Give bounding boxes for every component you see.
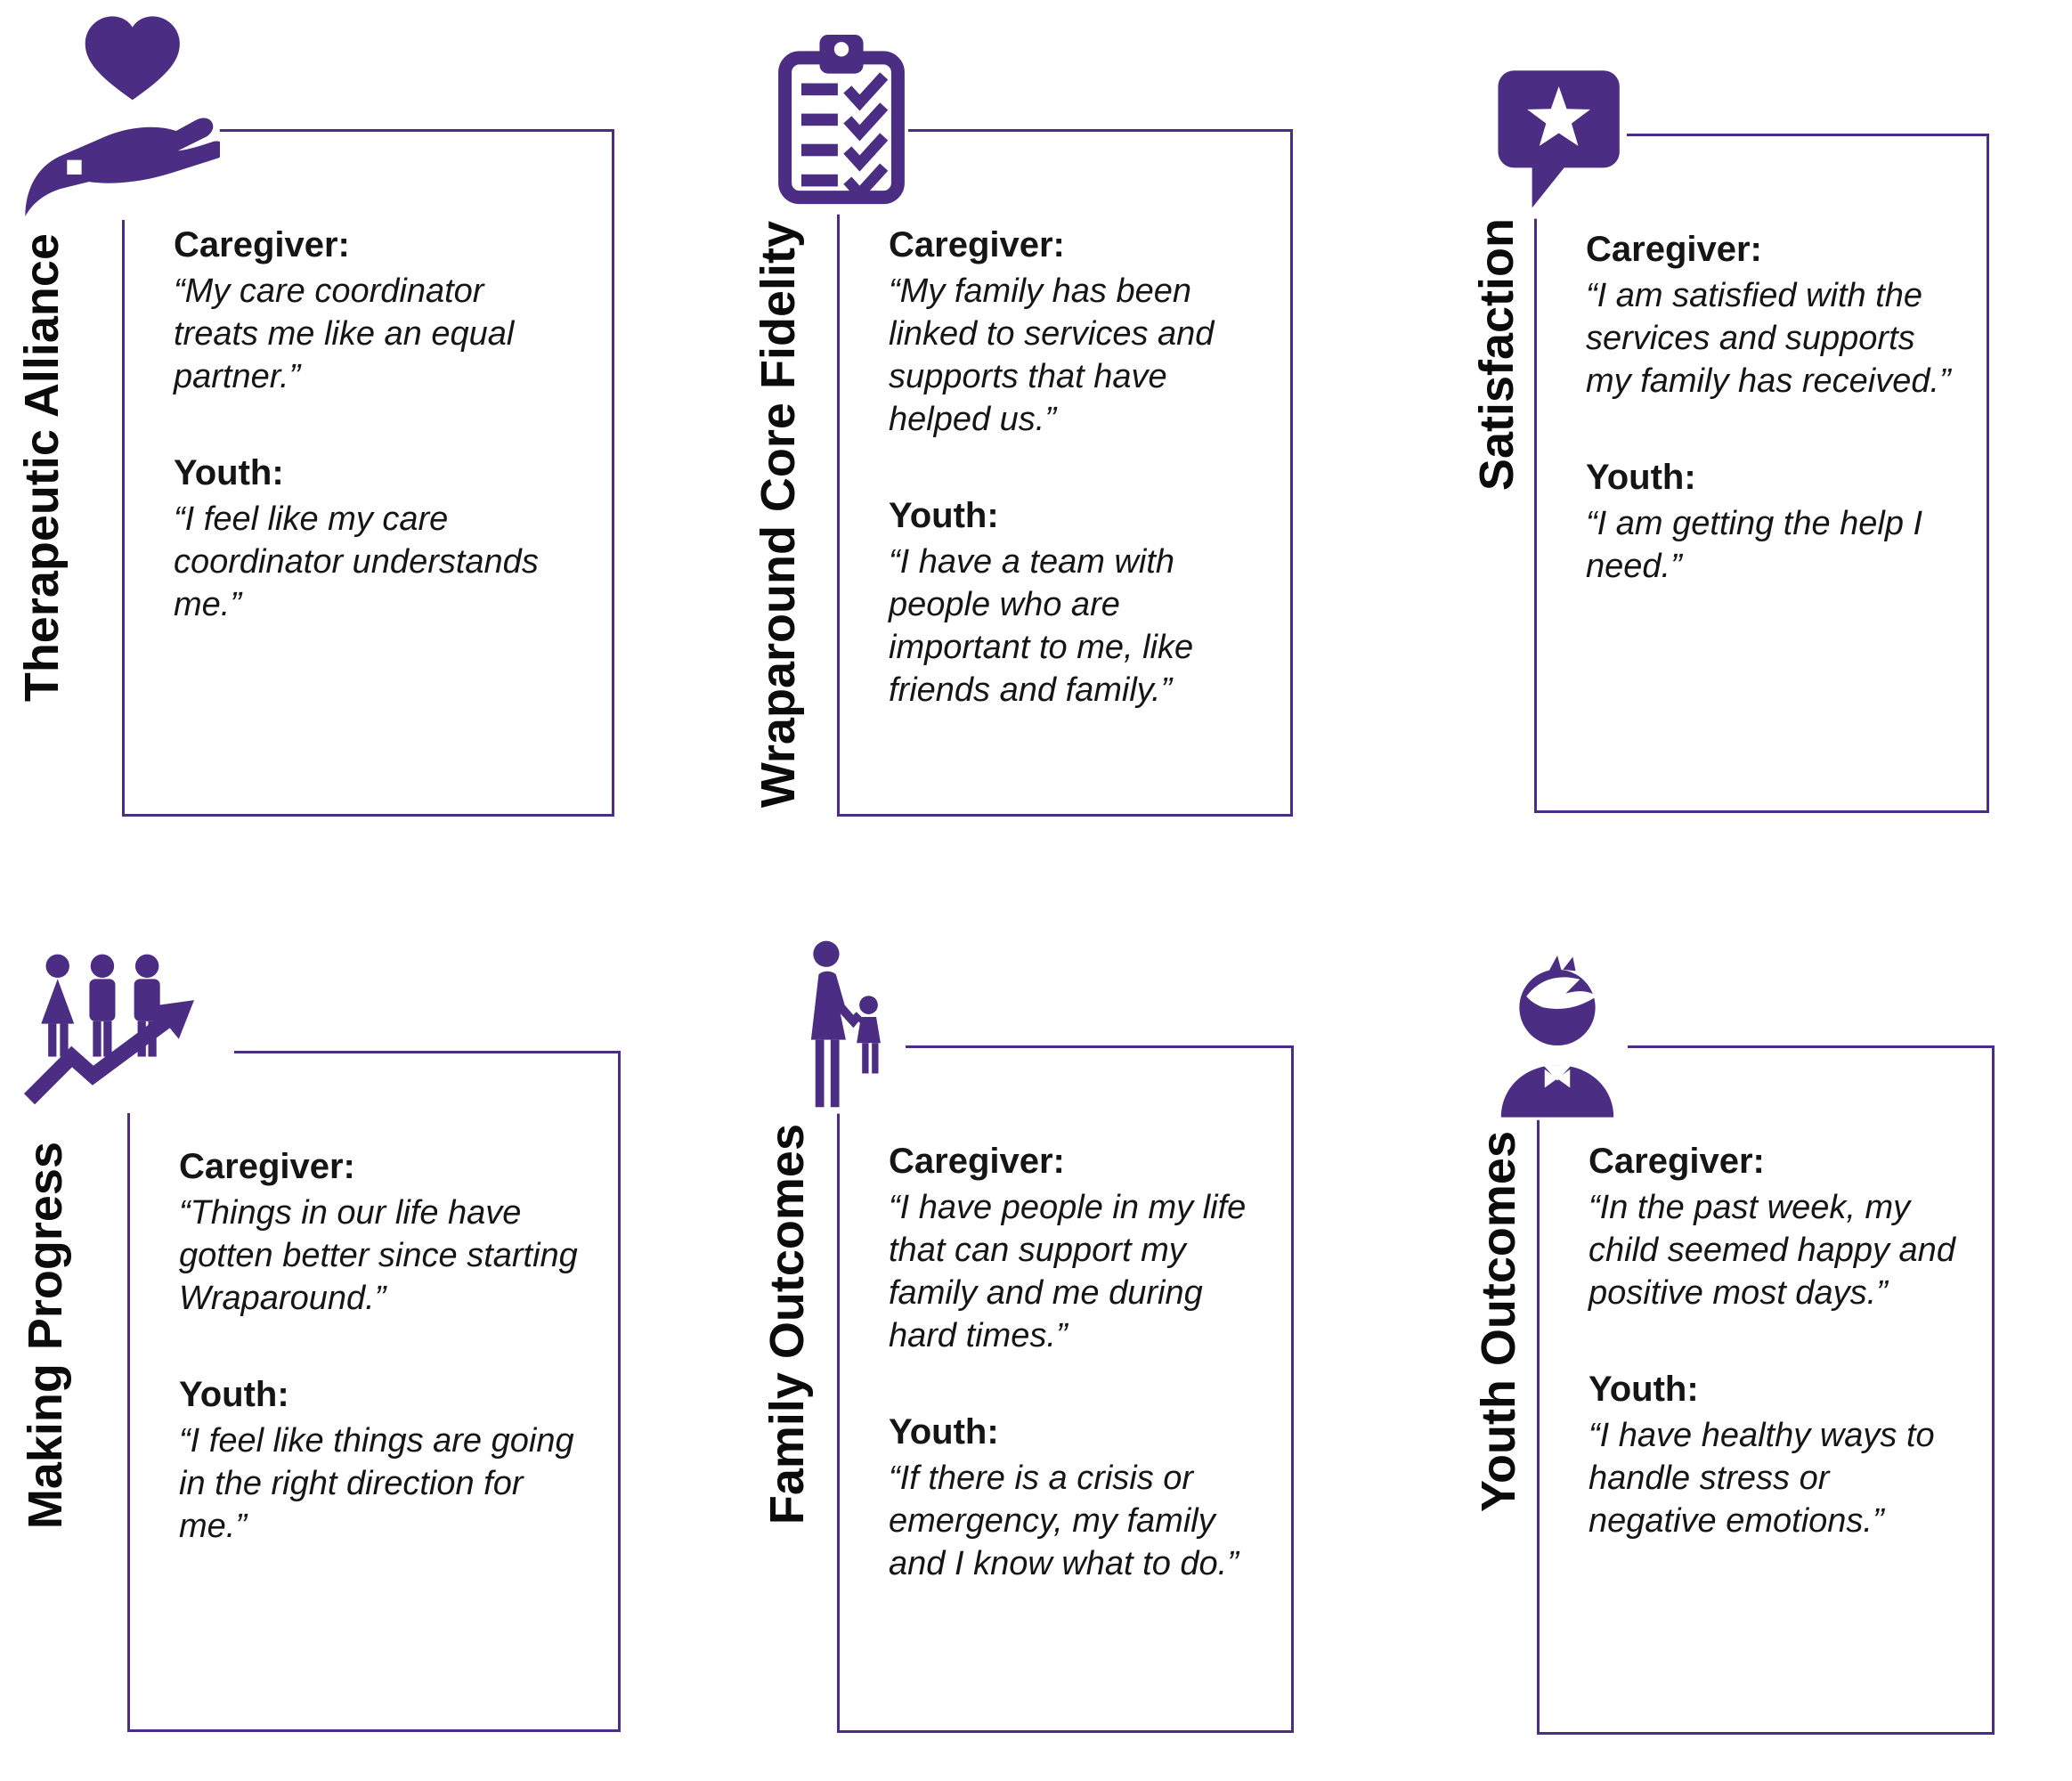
caregiver-heading: Caregiver: <box>179 1147 355 1186</box>
caregiver-quote: “I am satisfied with the services and su… <box>1586 277 1951 401</box>
youth-quote: “I feel like things are going in the rig… <box>179 1422 574 1546</box>
panel-label: Family Outcomes <box>760 1124 814 1525</box>
boy-avatar-icon <box>1487 951 1628 1120</box>
panel-label: Youth Outcomes <box>1472 1131 1525 1513</box>
youth-quote: “I feel like my care coordinator underst… <box>174 500 539 624</box>
caregiver-heading: Caregiver: <box>1586 230 1762 269</box>
caregiver-quote: “My care coordinator treats me like an e… <box>174 272 515 396</box>
caregiver-heading: Caregiver: <box>889 225 1065 264</box>
caregiver-quote: “I have people in my life that can suppo… <box>889 1189 1247 1355</box>
panel-label: Satisfaction <box>1470 218 1524 492</box>
clipboard-checklist-icon <box>775 32 908 215</box>
people-rising-arrow-icon <box>22 948 234 1113</box>
hand-holding-heart-icon <box>20 2 220 220</box>
panel-label: Wraparound Core Fidelity <box>752 221 805 809</box>
youth-heading: Youth: <box>1586 458 1696 498</box>
caregiver-heading: Caregiver: <box>1589 1142 1765 1181</box>
youth-heading: Youth: <box>889 1411 999 1452</box>
panel-label: Therapeutic Alliance <box>15 233 69 703</box>
caregiver-heading: Caregiver: <box>174 225 350 264</box>
youth-heading: Youth: <box>174 453 284 493</box>
adult-and-child-icon <box>797 939 906 1114</box>
youth-quote: “I have a team with people who are impor… <box>889 543 1194 709</box>
youth-heading: Youth: <box>179 1375 289 1415</box>
quote-box: Caregiver: “My family has been linked to… <box>837 129 1293 817</box>
caregiver-quote: “In the past week, my child seemed happy… <box>1589 1189 1955 1313</box>
quote-box: Caregiver: “I am satisfied with the serv… <box>1534 134 1989 813</box>
caregiver-quote: “My family has been linked to services a… <box>889 272 1215 439</box>
youth-quote: “If there is a crisis or emergency, my f… <box>889 1460 1239 1583</box>
caregiver-quote: “Things in our life have gotten better s… <box>179 1194 578 1318</box>
youth-quote: “I am getting the help I need.” <box>1586 505 1923 586</box>
star-speech-bubble-icon <box>1493 61 1627 219</box>
quote-box: Caregiver: “Things in our life have gott… <box>127 1051 621 1732</box>
youth-heading: Youth: <box>889 495 999 535</box>
youth-heading: Youth: <box>1589 1370 1699 1410</box>
caregiver-heading: Caregiver: <box>889 1142 1065 1181</box>
quote-box: Caregiver: “I have people in my life tha… <box>837 1045 1294 1733</box>
quote-box: Caregiver: “In the past week, my child s… <box>1537 1045 1995 1735</box>
panel-label: Making Progress <box>19 1142 72 1530</box>
youth-quote: “I have healthy ways to handle stress or… <box>1589 1417 1935 1541</box>
quote-box: Caregiver: “My care coordinator treats m… <box>122 129 614 817</box>
